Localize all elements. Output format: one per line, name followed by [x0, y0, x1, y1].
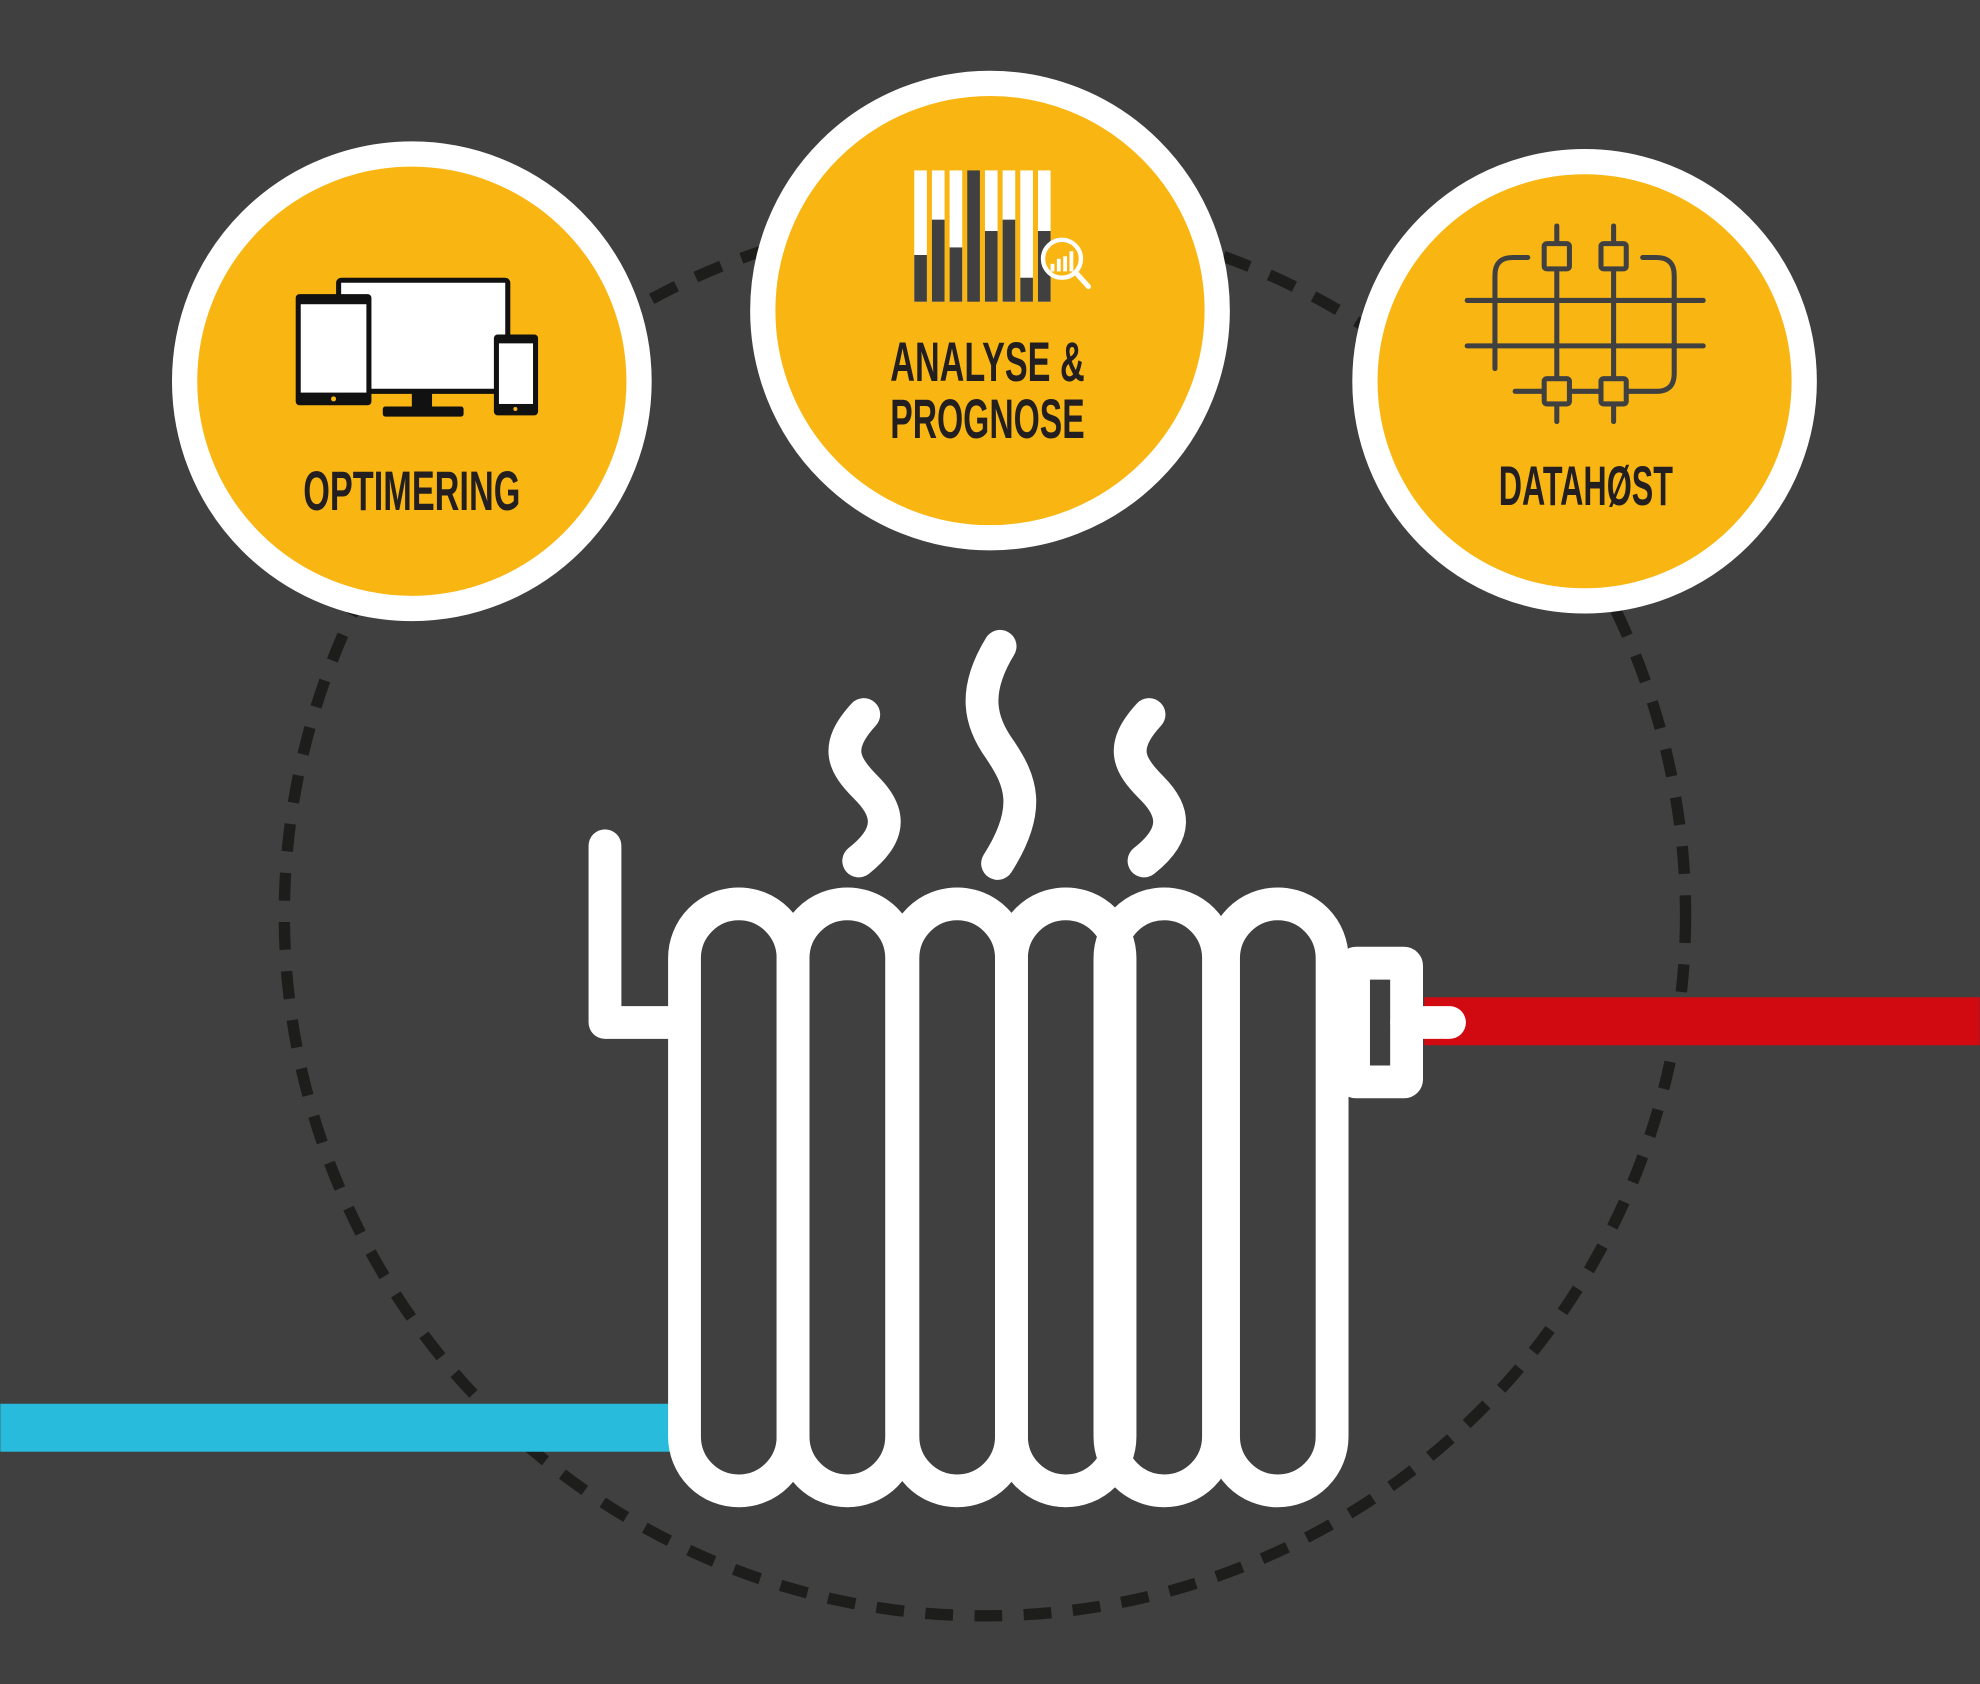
steam-middle-icon [965, 629, 1037, 880]
node-datahost: DATAHØST [1352, 148, 1817, 614]
analyse-label-line2: PROGNOSE [890, 388, 1084, 450]
steam-right-icon [1113, 698, 1186, 878]
analyse-label-line1: ANALYSE & [890, 331, 1084, 393]
circuit-grid-icon [1464, 223, 1706, 425]
bar-chart-magnifier-icon [914, 170, 1091, 302]
cold-pipe [0, 1403, 676, 1452]
node-optimering: OPTIMERING [171, 141, 652, 622]
radiator-icon [588, 629, 1466, 1508]
optimering-label: OPTIMERING [303, 460, 520, 522]
hot-pipe [1424, 997, 1980, 1046]
node-analyse-prognose: ANALYSE & PROGNOSE [750, 70, 1230, 551]
steam-left-icon [828, 698, 901, 878]
devices-icon [295, 277, 539, 417]
datahost-label: DATAHØST [1499, 455, 1673, 517]
